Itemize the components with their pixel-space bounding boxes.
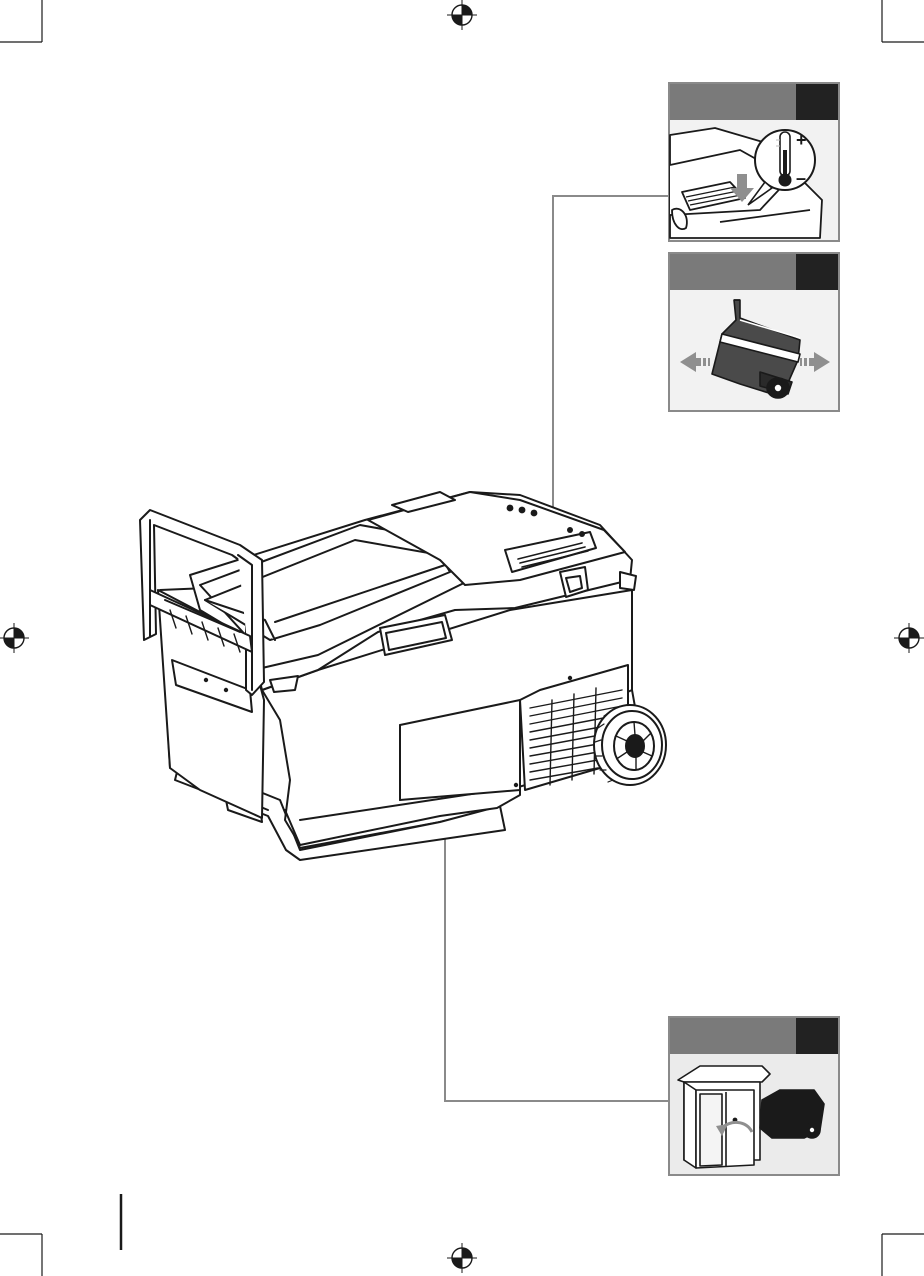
panel-header-dark <box>796 1018 838 1054</box>
panel-header-gray <box>670 84 796 120</box>
transport-panel <box>669 253 839 411</box>
registration-mark-icon <box>0 623 29 653</box>
registration-mark-icon <box>447 0 477 30</box>
thermo-plus-label: + <box>796 130 807 150</box>
panel-header-dark <box>796 254 838 290</box>
registration-mark-icon <box>447 1243 477 1273</box>
registration-mark-icon <box>894 623 924 653</box>
cooler-illustration <box>140 492 666 860</box>
thermo-minus-label: – <box>796 168 806 188</box>
storage-panel <box>669 1017 839 1175</box>
panel-header-gray <box>670 254 796 290</box>
panel-header-gray <box>670 1018 796 1054</box>
panel-header-dark <box>796 84 838 120</box>
temperature-panel: + – <box>669 83 839 241</box>
wheel <box>594 705 666 785</box>
